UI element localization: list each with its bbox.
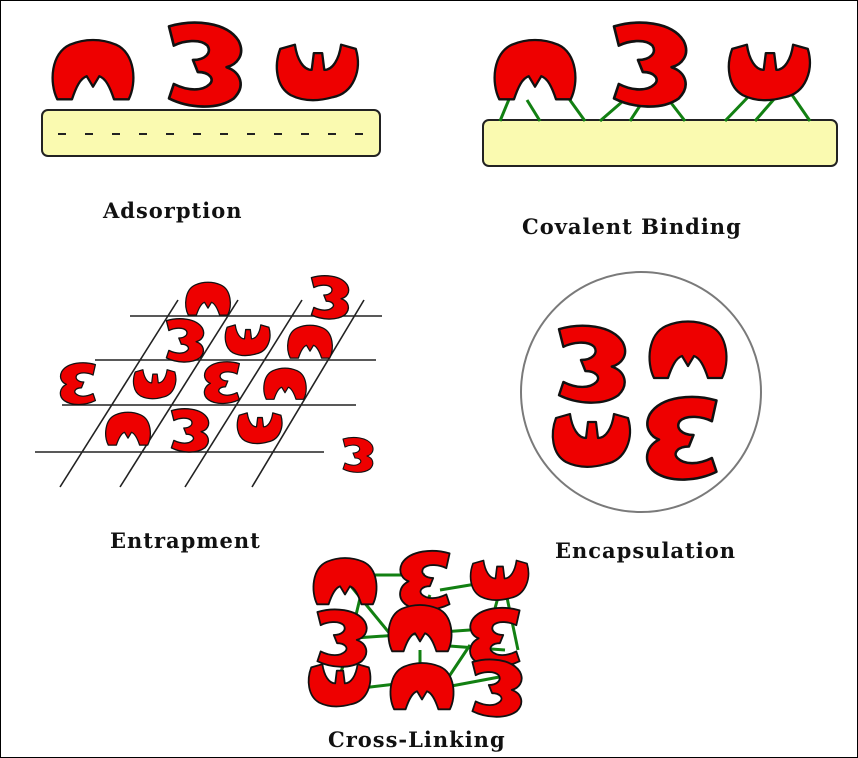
covalent-panel [483,23,837,166]
enzyme-three-icon [169,23,241,107]
crosslinking-panel [309,551,529,717]
enzyme-arch-icon [53,40,134,99]
enzyme-omega-icon [225,325,270,356]
covalent-support-bar [483,120,837,166]
entrapment-panel [35,276,382,487]
enzyme-omega-icon [133,370,175,399]
enzyme-epsilon-icon [60,363,95,405]
enzyme-arch-icon [313,558,376,604]
enzyme-arch-icon [390,663,453,709]
enzyme-three-icon [614,23,686,107]
enzyme-omega-icon [309,664,371,706]
enzyme-three-icon [472,659,521,716]
enzyme-three-icon [311,276,348,319]
enzyme-epsilon-icon [400,551,450,610]
enzyme-epsilon-icon [470,608,520,667]
enzyme-three-icon [166,319,203,362]
adsorption-panel [42,23,380,156]
cross-linking-label: Cross-Linking [328,727,506,752]
encapsulation-label: Encapsulation [555,538,736,563]
encapsulation-panel [521,272,761,512]
enzyme-arch-icon [264,368,306,399]
enzyme-omega-icon [729,45,810,100]
adsorption-label: Adsorption [103,198,243,223]
enzyme-omega-icon [553,414,630,467]
enzyme-epsilon-icon [204,362,239,404]
capsule-membrane [521,272,761,512]
covalent-binding-label: Covalent Binding [522,214,742,239]
enzyme-omega-icon [471,561,529,601]
enzyme-arch-icon [388,605,451,651]
enzyme-omega-icon [237,413,282,444]
enzyme-three-icon [171,409,208,452]
entrapment-label: Entrapment [110,528,261,553]
enzyme-three-icon [317,609,366,666]
enzyme-omega-icon [277,45,358,100]
enzyme-arch-icon [186,282,231,315]
enzyme-arch-icon [495,40,576,99]
enzyme-arch-icon [106,412,151,445]
enzyme-three-icon [343,437,373,472]
enzyme-arch-icon [288,325,333,358]
